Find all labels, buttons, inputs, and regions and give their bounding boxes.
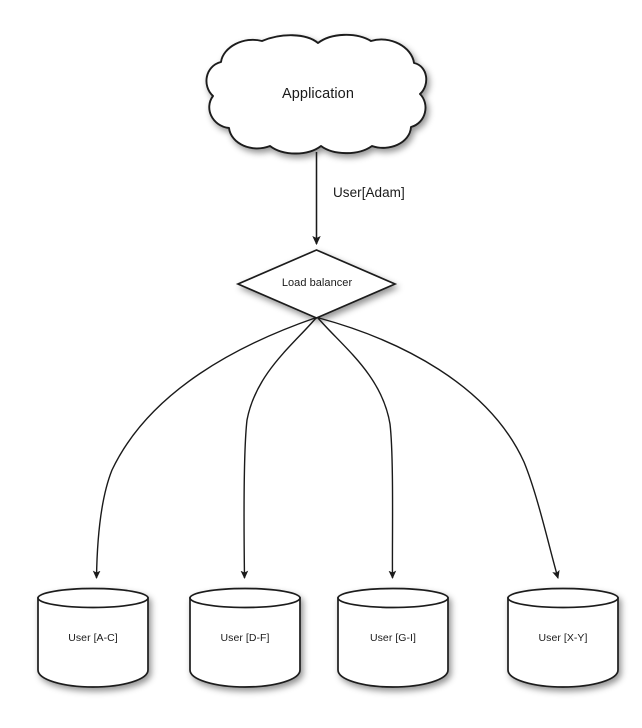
node-database-3-cylinder[interactable] <box>337 587 449 688</box>
edge-load-balancer-to-db-2 <box>240 317 317 580</box>
edge-load-balancer-to-db-3 <box>317 317 397 580</box>
node-database-4-cylinder[interactable] <box>507 587 619 688</box>
node-database-2-cylinder[interactable] <box>189 587 301 688</box>
node-database-1-cylinder[interactable] <box>37 587 149 688</box>
node-load-balancer-diamond[interactable] <box>235 249 398 319</box>
edge-load-balancer-to-db-1 <box>92 317 316 580</box>
edge-load-balancer-to-db-4 <box>318 317 560 579</box>
node-application-cloud[interactable] <box>205 33 428 155</box>
